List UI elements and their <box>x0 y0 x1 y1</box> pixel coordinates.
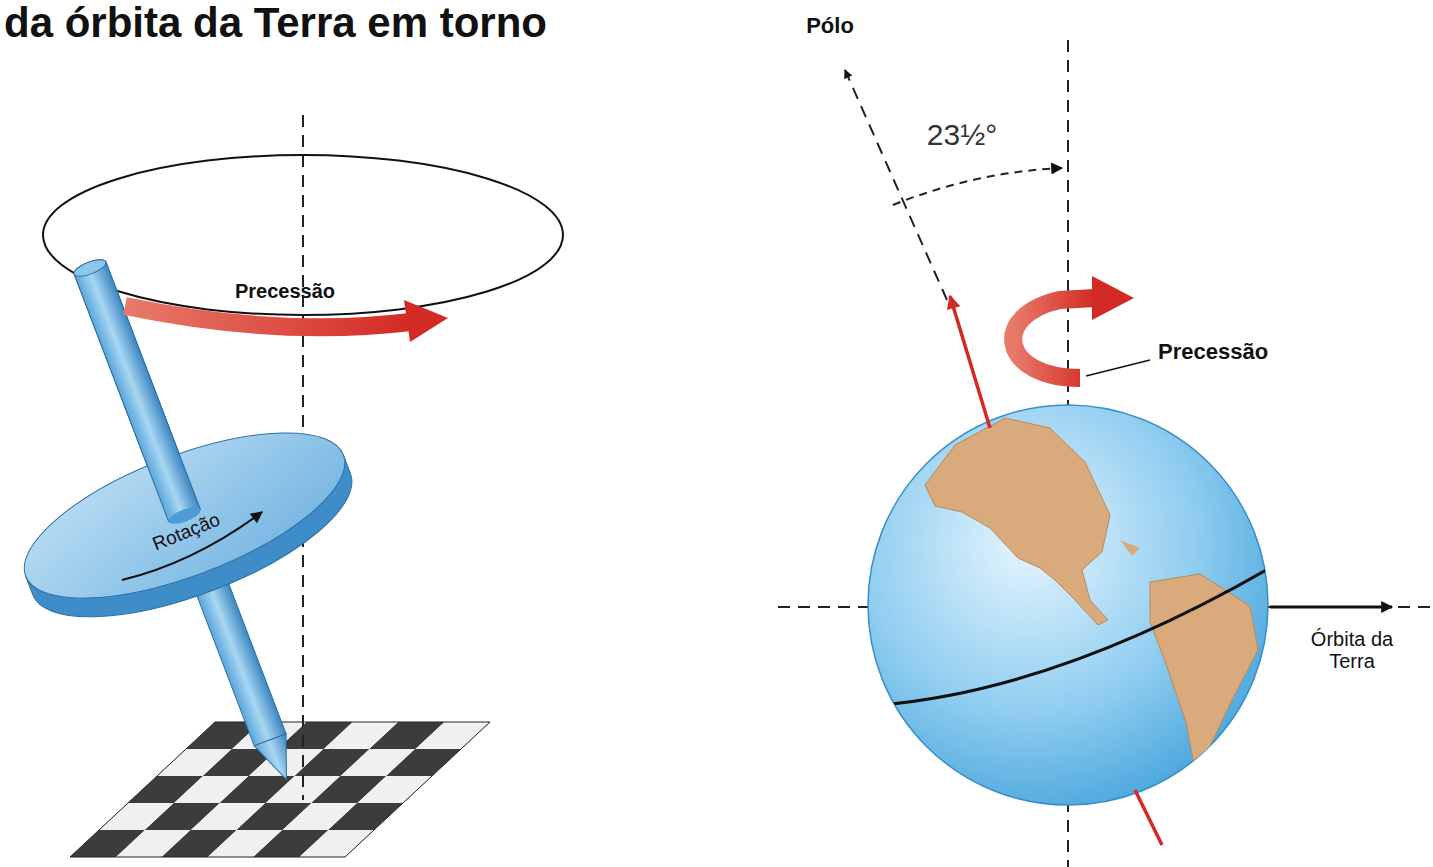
orbit-arrow <box>1270 606 1392 609</box>
equator <box>880 565 1275 705</box>
rotation-axis <box>950 296 990 428</box>
precession-label: Precessão <box>235 280 335 302</box>
angle-arc <box>893 168 1062 205</box>
precession-arrowhead <box>1092 276 1134 320</box>
checkerboard <box>70 722 490 857</box>
precession-arrowhead <box>404 300 448 342</box>
title: da órbita da Terra em torno <box>4 0 547 46</box>
precession-ellipse <box>43 155 563 315</box>
rotation-axis <box>1135 790 1162 845</box>
precession-label: Precessão <box>1158 340 1268 364</box>
earth <box>868 405 1268 805</box>
precession-arrow <box>1013 298 1095 378</box>
orbit-label: Órbita da Terra <box>1297 628 1407 672</box>
leader-line <box>1086 360 1150 376</box>
pole-axis <box>845 70 947 300</box>
angle-label: 23½° <box>927 118 997 151</box>
precession-arrow <box>125 306 410 327</box>
spinning-top <box>0 202 444 841</box>
pole-label: Pólo <box>806 14 854 38</box>
continents <box>880 418 1275 775</box>
